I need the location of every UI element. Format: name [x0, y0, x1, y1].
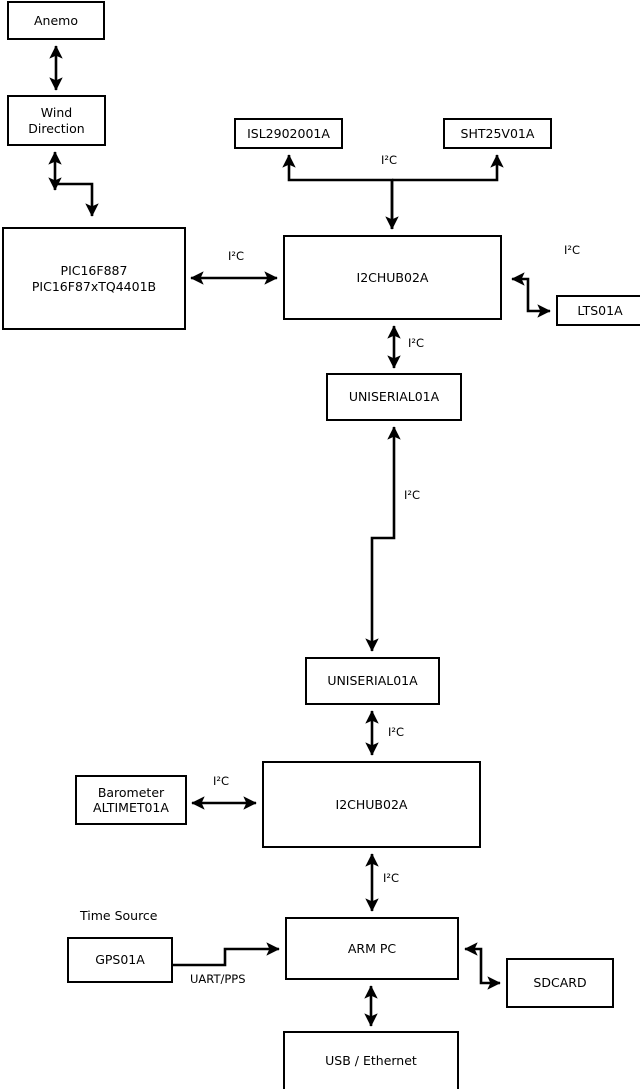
- node-uniserial01a-upper-label: UNISERIAL01A: [348, 389, 440, 405]
- edge-label-i2c-sensor-bus: I²C: [381, 153, 398, 167]
- node-i2chub02a-bottom[interactable]: I2CHUB02A: [262, 761, 481, 848]
- node-anemo[interactable]: Anemo: [7, 1, 105, 40]
- edge-label-i2c-uniserial-link: I²C: [404, 488, 421, 502]
- node-uniserial01a-lower-label: UNISERIAL01A: [327, 673, 418, 689]
- node-sht25v01a-label: SHT25V01A: [460, 125, 535, 141]
- node-arm-pc[interactable]: ARM PC: [285, 917, 459, 980]
- node-i2chub02a-top[interactable]: I2CHUB02A: [283, 235, 502, 320]
- node-arm-pc-label: ARM PC: [347, 940, 397, 956]
- edge-label-i2c-barometer-hub: I²C: [213, 774, 230, 788]
- node-usb-ethernet-label: USB / Ethernet: [325, 1053, 417, 1069]
- edge-label-i2c-hub-uniserial: I²C: [408, 336, 425, 350]
- edge-label-uart-pps: UART/PPS: [190, 972, 246, 986]
- node-lts01a[interactable]: LTS01A: [556, 295, 640, 326]
- node-pic-microcontroller-label: PIC16F887 PIC16F87xTQ4401B: [31, 263, 157, 294]
- connector-i2chub-top-lts01a: [511, 272, 551, 318]
- connector-arm-pc-sdcard: [464, 942, 501, 990]
- node-wind-direction-label: Wind Direction: [28, 105, 85, 136]
- connector-pic-wind-direction: [48, 151, 99, 217]
- node-anemo-label: Anemo: [34, 12, 78, 28]
- edge-label-i2c-uniserial-hub: I²C: [388, 725, 405, 739]
- node-barometer-altimet01a[interactable]: Barometer ALTIMET01A: [75, 775, 187, 825]
- edge-label-i2c-hub-lts: I²C: [564, 243, 581, 257]
- node-pic-microcontroller[interactable]: PIC16F887 PIC16F87xTQ4401B: [2, 227, 186, 330]
- node-sht25v01a[interactable]: SHT25V01A: [443, 118, 552, 149]
- edge-label-i2c-pic-hub: I²C: [228, 249, 245, 263]
- node-i2chub02a-top-label: I2CHUB02A: [356, 269, 429, 285]
- connector-uniserial-1-uniserial-2: [365, 426, 401, 652]
- node-barometer-altimet01a-label: Barometer ALTIMET01A: [93, 784, 169, 815]
- connector-gps01a-arm-pc: [173, 942, 280, 967]
- label-time-source: Time Source: [80, 908, 158, 923]
- node-isl2902001a-label: ISL2902001A: [247, 125, 330, 141]
- node-sdcard-label: SDCARD: [533, 975, 587, 991]
- node-wind-direction[interactable]: Wind Direction: [7, 95, 106, 146]
- node-sdcard[interactable]: SDCARD: [506, 958, 614, 1008]
- node-lts01a-label: LTS01A: [577, 302, 623, 318]
- node-usb-ethernet[interactable]: USB / Ethernet: [283, 1031, 459, 1089]
- node-gps01a-label: GPS01A: [95, 952, 145, 968]
- edge-label-i2c-hub-armpc: I²C: [383, 871, 400, 885]
- node-isl2902001a[interactable]: ISL2902001A: [234, 118, 343, 149]
- node-uniserial01a-lower[interactable]: UNISERIAL01A: [305, 657, 440, 705]
- node-i2chub02a-bottom-label: I2CHUB02A: [335, 796, 408, 812]
- node-gps01a[interactable]: GPS01A: [67, 937, 173, 983]
- node-uniserial01a-upper[interactable]: UNISERIAL01A: [326, 373, 462, 421]
